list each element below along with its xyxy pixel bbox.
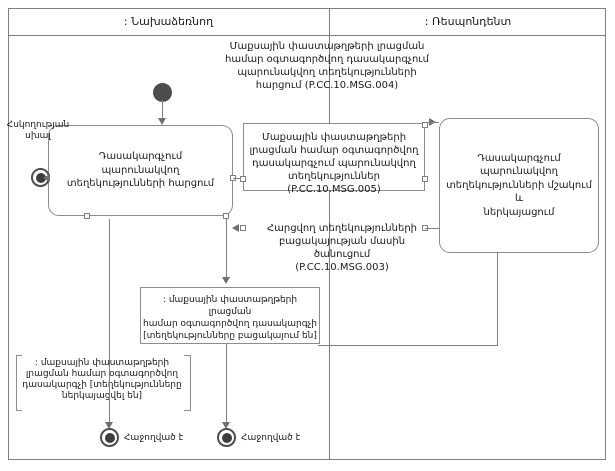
label-success-right: Հաջողված է bbox=[241, 433, 301, 443]
arrowhead-down-icon bbox=[158, 118, 166, 125]
activity-label: Դասակարգչում պարունակվող տեղեկություններ… bbox=[66, 151, 215, 190]
arrowhead-down-icon-end-right bbox=[222, 422, 230, 429]
port-msg003-left[interactable] bbox=[240, 225, 246, 231]
arrowhead-left-icon bbox=[43, 174, 50, 182]
arrowhead-left-icon-msg003 bbox=[232, 224, 239, 232]
port-msg005-right-lower[interactable] bbox=[422, 176, 428, 182]
message-box-response-005[interactable]: Մաքսային փաստաթղթերի լրացման համար օգտագ… bbox=[243, 123, 425, 195]
note-information-absent: : մաքսային փաստաթղթերի լրացման համար օգտ… bbox=[140, 287, 320, 344]
flow-note-to-end-right bbox=[226, 344, 227, 426]
bracket-right-bottom bbox=[184, 410, 190, 411]
initial-node bbox=[153, 83, 172, 102]
flow-process-return-rail bbox=[497, 253, 498, 345]
end-node-success-left bbox=[100, 428, 119, 447]
bracket-left-bottom bbox=[16, 410, 22, 411]
flow-msg005-to-process bbox=[425, 122, 439, 123]
arrowhead-down-icon-end-left bbox=[105, 422, 113, 429]
activity-process-and-present[interactable]: Դասակարգչում պարունակվող տեղեկություններ… bbox=[439, 118, 599, 253]
message-label-response-005: Մաքսային փաստաթղթերի լրացման համար օգտագ… bbox=[249, 132, 419, 195]
flow-activity-to-note-absent bbox=[226, 219, 227, 279]
port-activity-left-bottom-1[interactable] bbox=[84, 213, 90, 219]
bracket-left-top bbox=[16, 355, 22, 356]
port-msg005-left[interactable] bbox=[240, 176, 246, 182]
note-information-presented: : մաքսային փաստաթղթերի լրացման համար օգտ… bbox=[22, 358, 182, 401]
activity-label-right: Դասակարգչում պարունակվող տեղեկություններ… bbox=[446, 152, 592, 218]
bracket-right-presented bbox=[190, 355, 191, 411]
arrowhead-down-icon-note bbox=[222, 277, 230, 284]
bracket-right-top bbox=[184, 355, 190, 356]
label-success-left: Հաջողված է bbox=[124, 433, 184, 443]
swimlane-title-initiator: : Նախաձեռնող bbox=[123, 15, 214, 28]
flow-process-to-msg003 bbox=[425, 228, 439, 229]
label-control-error: Հսկողության սխալ bbox=[6, 120, 70, 141]
bracket-left-presented bbox=[16, 355, 17, 411]
flow-activity-to-end-left bbox=[109, 219, 110, 426]
swimlane-title-respondent: : Ռեսպոնդենտ bbox=[424, 15, 512, 28]
swimlane-header-row bbox=[8, 8, 606, 36]
flow-start-to-activity bbox=[162, 100, 163, 122]
activity-request-classifier-info[interactable]: Դասակարգչում պարունակվող տեղեկություններ… bbox=[48, 125, 233, 216]
flow-activity-to-msg005 bbox=[233, 178, 241, 179]
message-label-request-004: Մաքսային փաստաթղթերի լրացման համար օգտագ… bbox=[224, 41, 429, 91]
end-node-success-right bbox=[217, 428, 236, 447]
message-label-notice-003: Հարցվող տեղեկությունների բացակայության մ… bbox=[266, 223, 417, 273]
flow-return-horizontal bbox=[318, 345, 498, 346]
port-activity-left-bottom-2[interactable] bbox=[223, 213, 229, 219]
swimlane-divider bbox=[329, 8, 330, 460]
